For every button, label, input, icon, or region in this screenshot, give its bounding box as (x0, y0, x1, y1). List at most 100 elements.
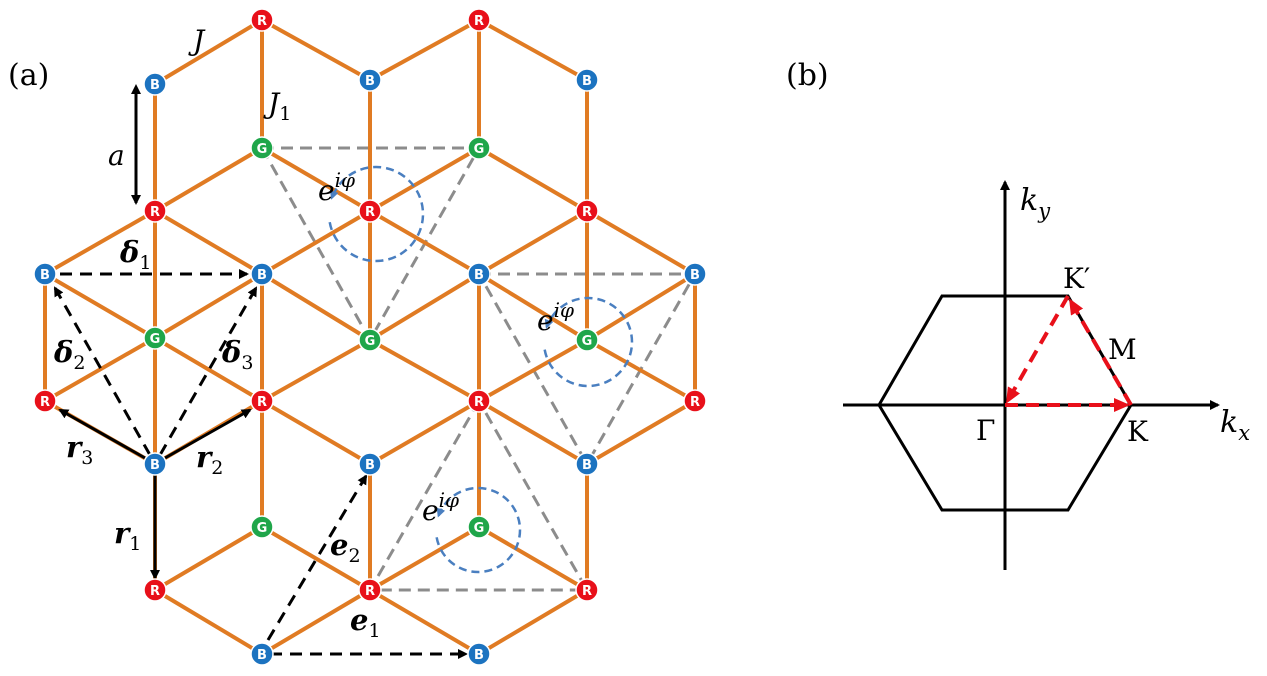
site-circle (467, 515, 491, 539)
bond-r4-b6 (368, 209, 481, 276)
site-circle (250, 642, 274, 666)
r2-arrow (164, 408, 252, 460)
site-red-r11: R (358, 578, 382, 602)
site-blue-b7: B (683, 262, 707, 286)
bond-r4-b5 (260, 209, 372, 276)
site-circle (683, 389, 707, 413)
site-letter: G (150, 332, 161, 347)
bond-r2-b2 (369, 18, 480, 82)
bond-g7-r11 (368, 525, 481, 592)
phase-label-1: eiφ (318, 168, 355, 207)
site-circle (683, 262, 707, 286)
panel-a-label: (a) (8, 58, 49, 93)
site-red-r1: R (250, 8, 274, 32)
site-blue-b10: B (575, 452, 599, 476)
site-blue-b9: B (358, 452, 382, 476)
site-letter: B (365, 458, 375, 473)
site-blue-b3: B (575, 68, 599, 92)
bond-r3-b5 (153, 209, 264, 276)
bond-g3-b4 (43, 272, 157, 340)
bond-r8-b10 (477, 399, 589, 466)
bond-g5-r9 (586, 338, 696, 403)
site-letter: R (257, 395, 267, 410)
lattice-constant-a-label: a (108, 139, 125, 172)
site-red-r4: R (358, 199, 382, 223)
bond-r5-b7 (585, 209, 697, 276)
r3-arrow (58, 408, 146, 460)
site-circle (143, 199, 167, 223)
bond-g2-r5 (477, 146, 589, 213)
site-circle (575, 328, 599, 352)
site-red-r12: R (575, 578, 599, 602)
bond-g4-r7 (261, 338, 371, 403)
bond-r8-b9 (368, 399, 481, 466)
site-circle (250, 136, 274, 160)
bond-r11-b12 (368, 588, 481, 656)
bond-r2-b3 (478, 18, 588, 82)
bond-g6-r11 (260, 525, 372, 592)
site-letter: B (474, 268, 484, 283)
site-letter: B (365, 74, 375, 89)
delta2-arrow (53, 286, 152, 456)
site-circle (467, 8, 491, 32)
site-letter: B (40, 268, 50, 283)
site-blue-b11: B (250, 642, 274, 666)
site-letter: G (582, 334, 593, 349)
r3-label: r3 (66, 430, 93, 469)
site-letter: R (474, 14, 484, 29)
gamma-point-label: Γ (976, 414, 995, 447)
M-point-label: M (1108, 333, 1137, 366)
r2-label: r2 (196, 440, 223, 479)
site-circle (575, 452, 599, 476)
bond-r1-b2 (261, 18, 371, 82)
delta1-label: δ1 (119, 235, 151, 274)
site-blue-b8: B (143, 452, 167, 476)
site-green-g6: G (250, 515, 274, 539)
K-point-label: K (1127, 415, 1149, 448)
site-red-r6: R (33, 389, 57, 413)
site-letter: R (150, 205, 160, 220)
site-letter: R (474, 395, 484, 410)
site-blue-b2: B (358, 68, 382, 92)
e1-label: e1 (350, 603, 381, 642)
site-letter: G (474, 142, 485, 157)
phase-label-2: eiφ (537, 298, 574, 337)
bond-g3-b5 (153, 272, 264, 340)
coupling-J-label: J (188, 24, 206, 57)
site-circle (33, 389, 57, 413)
site-circle (143, 452, 167, 476)
site-letter: R (582, 205, 592, 220)
bond-g5-b6 (477, 272, 589, 342)
site-circle (575, 578, 599, 602)
bond-g4-b5 (260, 272, 372, 342)
delta3-arrow (158, 286, 258, 456)
bond-r11-b11 (260, 588, 372, 656)
site-letter: B (582, 458, 592, 473)
bond-g4-r8 (369, 338, 480, 403)
phase-label-3: eiφ (422, 488, 459, 527)
site-circle (467, 389, 491, 413)
site-letter: B (582, 74, 592, 89)
bond-g7-r12 (477, 525, 589, 592)
site-letter: B (257, 268, 267, 283)
site-circle (250, 515, 274, 539)
site-circle (143, 326, 167, 350)
site-circle (358, 328, 382, 352)
bond-g6-r10 (153, 525, 264, 592)
phase-loop-1 (328, 165, 425, 263)
site-red-r10: R (143, 578, 167, 602)
panel-b: (b) kx ky Γ K K′ M (786, 58, 1250, 570)
site-circle (250, 262, 274, 286)
site-letter: R (150, 584, 160, 599)
site-letter: R (40, 395, 50, 410)
site-letter: R (582, 584, 592, 599)
site-letter: R (690, 395, 700, 410)
site-circle (358, 68, 382, 92)
site-red-r7: R (250, 389, 274, 413)
site-red-r9: R (683, 389, 707, 413)
ky-label: ky (1020, 183, 1051, 223)
bond-g1-r4 (260, 146, 372, 213)
bond-g5-r8 (478, 338, 588, 403)
